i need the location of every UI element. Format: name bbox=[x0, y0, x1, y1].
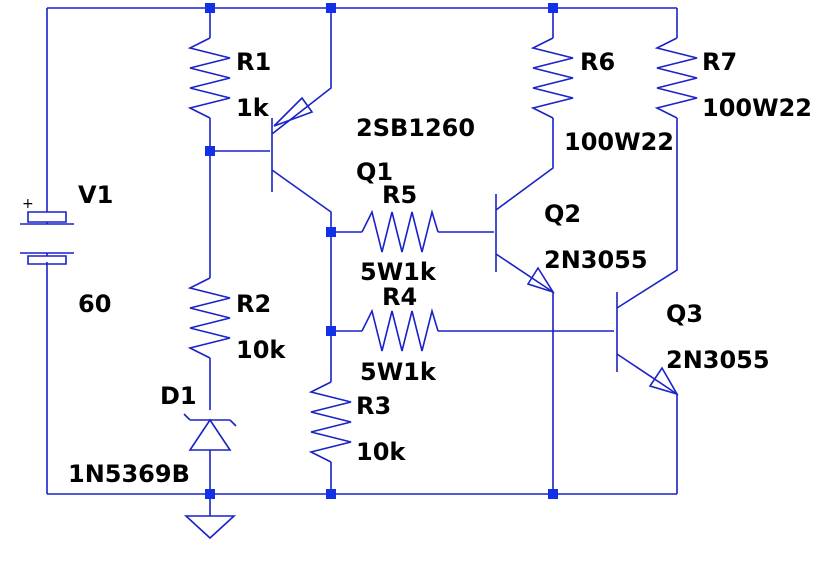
ground-icon bbox=[183, 515, 237, 540]
label-r6-name: R6 bbox=[580, 48, 615, 76]
resistor-r1 bbox=[187, 37, 231, 119]
label-d1-value: 1N5369B bbox=[68, 460, 190, 488]
label-r7-name: R7 bbox=[702, 48, 737, 76]
label-r6-value: 100W22 bbox=[564, 128, 674, 156]
label-v1-value: 60 bbox=[78, 290, 111, 318]
resistor-r5 bbox=[361, 208, 439, 253]
junction-dot bbox=[326, 227, 336, 237]
junctions bbox=[205, 3, 558, 499]
label-r4-value: 5W1k bbox=[360, 358, 437, 386]
wire-r7-q3 bbox=[616, 118, 678, 309]
wire-q3-emitter bbox=[616, 353, 678, 494]
label-q1-name: Q1 bbox=[356, 158, 393, 186]
label-r5-value: 5W1k bbox=[360, 258, 437, 286]
junction-dot bbox=[205, 489, 215, 499]
label-r3-name: R3 bbox=[356, 392, 391, 420]
label-q2-name: Q2 bbox=[544, 200, 581, 228]
label-q2-value: 2N3055 bbox=[544, 246, 648, 274]
battery-plus-mark: + bbox=[22, 196, 34, 212]
label-r4-name: R4 bbox=[382, 283, 417, 311]
label-q3-value: 2N3055 bbox=[666, 346, 770, 374]
label-v1-name: V1 bbox=[78, 181, 113, 209]
wires bbox=[46, 7, 678, 516]
transistor-q1 bbox=[271, 96, 314, 192]
junction-dot bbox=[205, 3, 215, 13]
label-r5-name: R5 bbox=[382, 181, 417, 209]
label-q3-name: Q3 bbox=[666, 300, 703, 328]
junction-dot bbox=[326, 489, 336, 499]
label-r2-name: R2 bbox=[236, 290, 271, 318]
resistor-r4 bbox=[361, 307, 439, 352]
resistor-r7 bbox=[654, 37, 698, 119]
wire-q1-collector bbox=[271, 169, 332, 382]
zener-diode-d1 bbox=[183, 413, 237, 451]
label-r7-value: 100W22 bbox=[702, 94, 812, 122]
label-r2-value: 10k bbox=[236, 336, 286, 364]
label-d1-name: D1 bbox=[160, 382, 197, 410]
wire-r6-q2 bbox=[495, 118, 554, 211]
label-r3-value: 10k bbox=[356, 438, 406, 466]
label-r1-value: 1k bbox=[236, 94, 270, 122]
junction-dot bbox=[326, 3, 336, 13]
label-q1-value: 2SB1260 bbox=[356, 114, 475, 142]
transistor-q2 bbox=[495, 194, 555, 294]
transistor-q3 bbox=[616, 292, 679, 396]
junction-dot bbox=[326, 326, 336, 336]
junction-dot bbox=[205, 146, 215, 156]
labels: V1 60 R1 1k R2 10k R3 10k R5 5W1k R4 5W1… bbox=[68, 48, 812, 488]
junction-dot bbox=[548, 3, 558, 13]
resistor-r3 bbox=[308, 381, 352, 463]
resistor-r6 bbox=[530, 37, 574, 119]
label-r1-name: R1 bbox=[236, 48, 271, 76]
resistor-r2 bbox=[187, 277, 231, 359]
junction-dot bbox=[548, 489, 558, 499]
battery-v1: + bbox=[20, 196, 74, 265]
